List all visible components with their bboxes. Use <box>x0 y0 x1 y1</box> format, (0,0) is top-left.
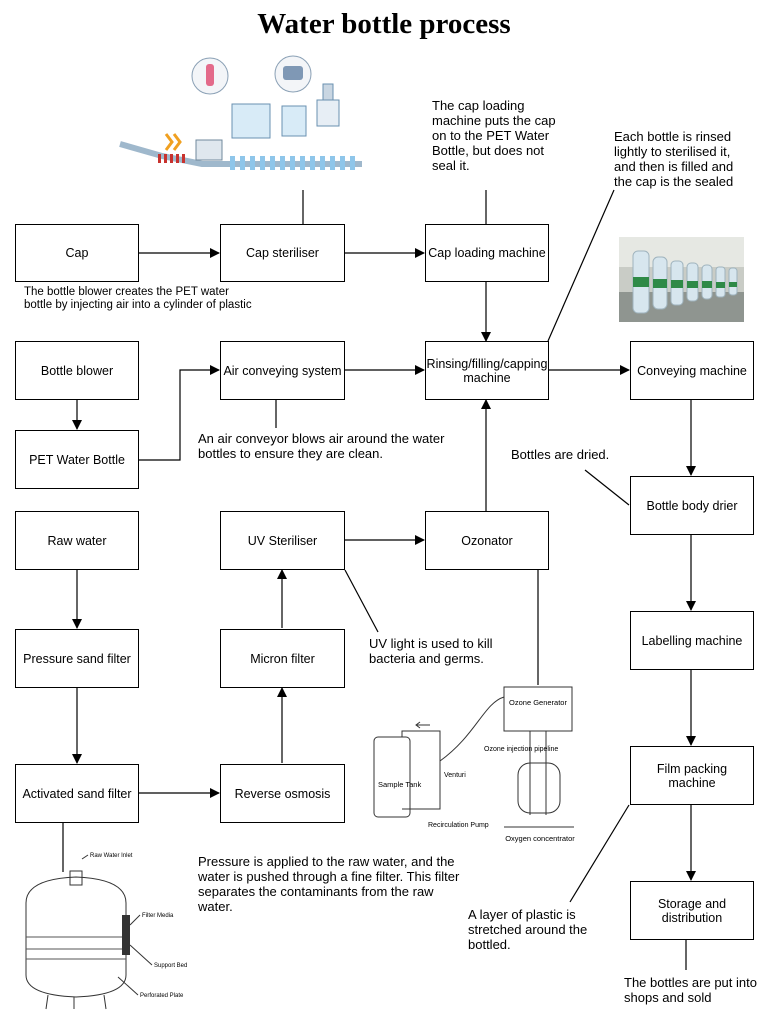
conveying-machine-box: Conveying machine <box>630 341 754 400</box>
ozonator-box: Ozonator <box>425 511 549 570</box>
reverse-osmosis-box: Reverse osmosis <box>220 764 345 823</box>
rinsing-filling-capping-box: Rinsing/filling/capping machine <box>425 341 549 400</box>
note-cap-loading: The cap loading machine puts the cap on … <box>432 98 556 173</box>
ozone-generator-label: Ozone Generator <box>509 698 567 707</box>
note-plastic: A layer of plastic is stretched around t… <box>468 907 588 952</box>
bottle-blower-box: Bottle blower <box>15 341 139 400</box>
note-dried: Bottles are dried. <box>511 447 610 462</box>
note-pressure: Pressure is applied to the raw water, an… <box>198 854 460 914</box>
recirculation-pump-label: Recirculation Pump <box>428 822 489 829</box>
cap-loading-machine-box: Cap loading machine <box>425 224 549 282</box>
cap-steriliser-box: Cap steriliser <box>220 224 345 282</box>
note-blower: The bottle blower creates the PET water … <box>24 286 252 311</box>
storage-distribution-box: Storage and distribution <box>630 881 754 940</box>
page-title: Water bottle process <box>257 8 511 40</box>
note-rinse: Each bottle is rinsed lightly to sterili… <box>614 129 734 189</box>
uv-steriliser-box: UV Steriliser <box>220 511 345 570</box>
cap-box: Cap <box>15 224 139 282</box>
pet-water-bottle-box: PET Water Bottle <box>15 430 139 489</box>
production-line-illustration <box>112 48 370 178</box>
air-conveying-system-box: Air conveying system <box>220 341 345 400</box>
labelling-machine-box: Labelling machine <box>630 611 754 670</box>
ozone-generator-illustration: Ozone Generator Oxygen concentrator Ozon… <box>368 685 588 857</box>
support-bed-label: Support Bed <box>154 963 187 969</box>
sand-filter-tank-illustration: Raw Water Inlet Filter Media Support Bed… <box>18 845 198 1015</box>
note-air-conveyor: An air conveyor blows air around the wat… <box>198 431 445 461</box>
micron-filter-box: Micron filter <box>220 629 345 688</box>
venturi-label: Venturi <box>444 772 466 779</box>
pressure-sand-filter-box: Pressure sand filter <box>15 629 139 688</box>
raw-water-box: Raw water <box>15 511 139 570</box>
oxygen-concentrator-label: Oxygen concentrator <box>505 834 575 843</box>
note-shops: The bottles are put into shops and sold <box>624 975 757 1005</box>
activated-sand-filter-box: Activated sand filter <box>15 764 139 823</box>
bottle-body-drier-box: Bottle body drier <box>630 476 754 535</box>
filter-media-label: Filter Media <box>142 913 174 919</box>
ozone-injection-label: Ozone injection pipeline <box>484 746 558 753</box>
sample-tank-label: Sample Tank <box>378 780 421 789</box>
perforated-plate-label: Perforated Plate <box>140 993 184 999</box>
raw-water-inlet-label: Raw Water Inlet <box>90 853 133 859</box>
note-uv: UV light is used to kill bacteria and ge… <box>369 636 493 666</box>
film-packing-machine-box: Film packing machine <box>630 746 754 805</box>
bottle-conveyor-photo <box>619 237 744 322</box>
